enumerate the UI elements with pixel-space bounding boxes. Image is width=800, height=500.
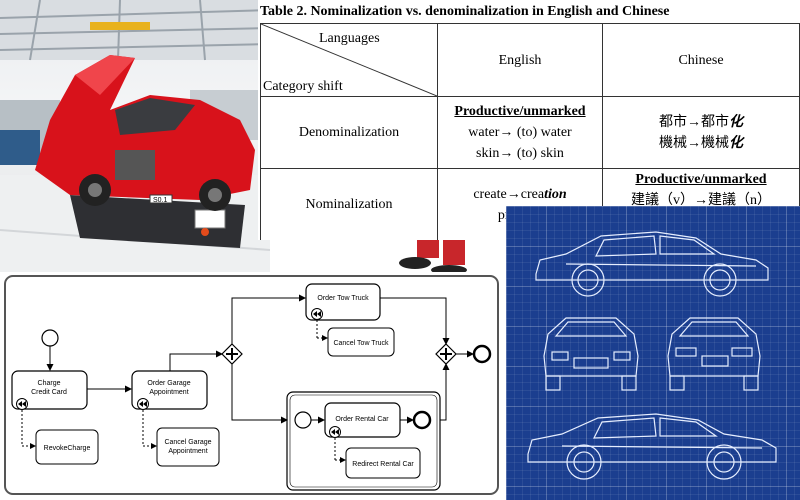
example-line: 建議（v）→建議（n） <box>631 193 771 208</box>
task-revoke-charge: RevokeCharge <box>35 429 99 465</box>
svg-text:Appointment: Appointment <box>149 389 188 396</box>
svg-text:Order Tow Truck: Order Tow Truck <box>317 295 369 302</box>
svg-text:Cancel Tow Truck: Cancel Tow Truck <box>333 340 389 347</box>
header-diagonal-cell: Languages Category shift <box>260 23 438 97</box>
example-line: water→ (to) water <box>468 125 572 140</box>
bpmn-diagram: Charge Credit Card RevokeCharge Order Ga… <box>4 275 499 495</box>
productive-tag: Productive/unmarked <box>635 172 767 187</box>
header-english: English <box>437 23 603 97</box>
side-view-bottom <box>527 413 777 480</box>
car-factory-illustration: S0.1 <box>0 0 270 272</box>
table-row: Denominalization Productive/unmarked wat… <box>260 96 800 169</box>
svg-text:Redirect Rental Car: Redirect Rental Car <box>352 461 414 468</box>
header-category-shift: Category shift <box>263 79 343 94</box>
header-languages: Languages <box>319 31 380 46</box>
task-charge-credit-card: Charge Credit Card <box>11 370 88 410</box>
svg-text:Order Garage: Order Garage <box>147 380 190 387</box>
svg-text:Charge: Charge <box>38 380 61 387</box>
nominalization-table: Languages Category shift English Chinese… <box>260 23 800 240</box>
bpmn-diagram-panel: Charge Credit Card RevokeCharge Order Ga… <box>0 272 506 500</box>
svg-text:Cancel Garage: Cancel Garage <box>164 439 211 446</box>
task-cancel-garage-appointment: Cancel Garage Appointment <box>156 427 220 467</box>
productive-tag: Productive/unmarked <box>454 104 586 119</box>
car-blueprint <box>506 206 800 500</box>
rear-view <box>667 317 761 391</box>
rental-subprocess <box>286 391 441 491</box>
suffix: tion <box>544 186 567 202</box>
svg-text:Order Rental Car: Order Rental Car <box>335 416 389 423</box>
svg-text:RevokeCharge: RevokeCharge <box>44 445 91 452</box>
row-category: Nominalization <box>260 168 438 240</box>
parallel-join-gateway <box>435 343 457 365</box>
task-order-garage-appointment: Order Garage Appointment <box>131 370 208 410</box>
parallel-split-gateway <box>221 343 243 365</box>
task-cancel-tow-truck: Cancel Tow Truck <box>327 327 395 357</box>
car-badge: S0.1 <box>153 197 168 204</box>
subprocess-start-event <box>294 411 312 429</box>
side-view-top <box>535 231 769 297</box>
row-category: Denominalization <box>260 96 438 169</box>
task-order-rental-car: Order Rental Car <box>324 402 401 438</box>
task-order-tow-truck: Order Tow Truck <box>305 283 381 321</box>
suffix: 化 <box>729 135 743 151</box>
example-line: skin→ (to) skin <box>476 146 564 161</box>
linguistics-table-panel: Table 2. Nominalization vs. denominaliza… <box>258 0 800 240</box>
suffix: 化 <box>729 114 743 130</box>
row-chinese-cell: 都市→都市化 機械→機械化 <box>602 96 800 169</box>
svg-text:Credit Card: Credit Card <box>31 389 67 396</box>
table-header-row: Languages Category shift English Chinese <box>260 23 800 97</box>
car-factory-photo: S0.1 <box>0 0 270 272</box>
example-line: 都市→都市 <box>659 114 729 130</box>
subprocess-end-event <box>412 410 432 430</box>
example-line: 機械→機械 <box>659 135 729 151</box>
table-caption: Table 2. Nominalization vs. denominaliza… <box>260 4 670 19</box>
start-event <box>41 329 59 347</box>
end-event <box>472 344 492 364</box>
example-line: create→crea <box>473 186 545 202</box>
car-blueprint-drawing <box>527 231 777 480</box>
header-chinese: Chinese <box>602 23 800 97</box>
task-redirect-rental-car: Redirect Rental Car <box>345 447 421 479</box>
row-english-cell: Productive/unmarked water→ (to) water sk… <box>437 96 603 169</box>
svg-text:Appointment: Appointment <box>168 448 207 455</box>
front-view <box>543 317 639 391</box>
